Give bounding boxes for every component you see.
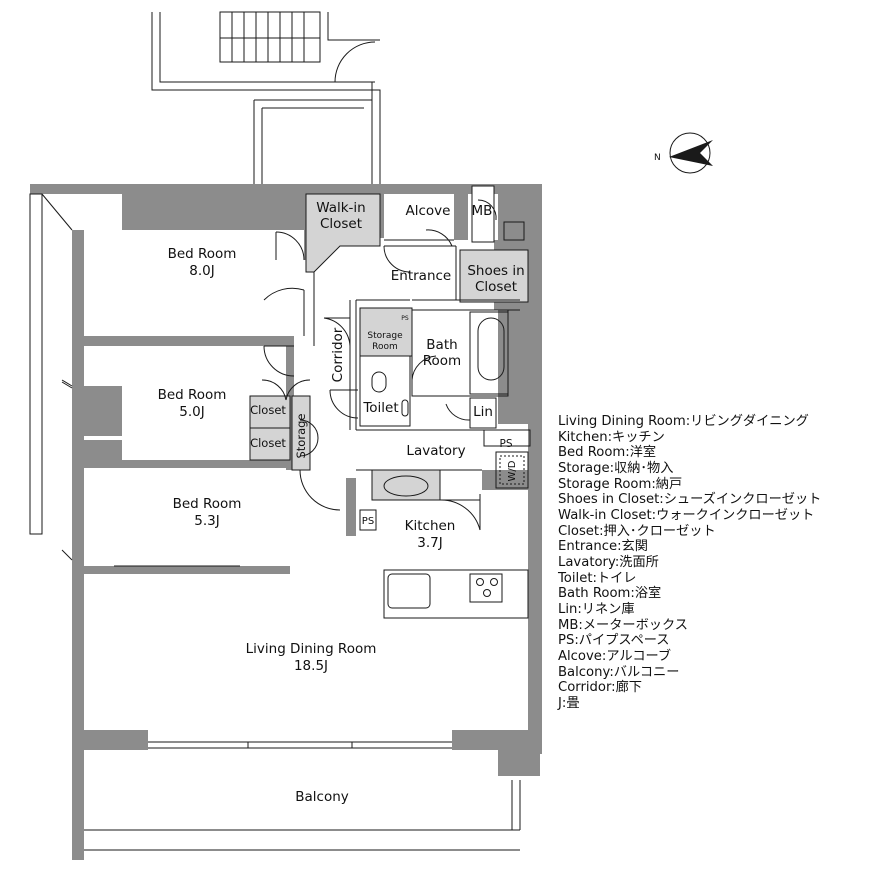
shoes-closet-line2: Closet — [475, 279, 517, 295]
bath-room-line1: Bath — [426, 337, 457, 353]
toilet-label: Toilet — [362, 400, 398, 416]
kitchen-name: Kitchen — [405, 518, 456, 534]
closet-2-label: Closet — [250, 436, 286, 450]
closet-1-label: Closet — [250, 403, 286, 417]
kitchen-size: 3.7J — [417, 535, 442, 551]
legend-item: Storage Room:納戸 — [558, 476, 683, 492]
legend-item: Storage:収納･物入 — [558, 460, 674, 476]
shoes-closet-line1: Shoes in — [467, 263, 524, 279]
living-dining-name: Living Dining Room — [246, 641, 377, 657]
ps-label: PS — [500, 438, 513, 450]
legend-item: J:畳 — [558, 695, 580, 711]
storage-room-line1: Storage — [367, 331, 403, 341]
bed-room-3-name: Bed Room — [173, 496, 242, 512]
alcove-label: Alcove — [406, 203, 451, 219]
north-arrow-icon: N — [654, 132, 713, 174]
legend-item: Balcony:バルコニー — [558, 664, 680, 680]
walk-in-closet-line1: Walk-in — [316, 200, 366, 216]
lin-label: Lin — [473, 404, 493, 420]
stair-landing — [151, 11, 381, 186]
legend-item: Bed Room:洋室 — [558, 445, 657, 461]
legend-item: Entrance:玄関 — [558, 539, 648, 555]
bed-room-2-name: Bed Room — [158, 387, 227, 403]
legend-item: PS:パイプスペース — [558, 633, 670, 649]
storage-room-line2: Room — [372, 342, 398, 352]
interior-lines — [29, 193, 531, 851]
walk-in-closet-line2: Closet — [320, 216, 362, 232]
storage-label: Storage — [294, 414, 308, 459]
legend-item: Toilet:トイレ — [558, 570, 637, 586]
legend-item: Lin:リネン庫 — [558, 601, 635, 617]
legend-item: Corridor:廊下 — [558, 680, 642, 696]
bed-room-1-size: 8.0J — [189, 263, 214, 279]
legend-item: MB:メーターボックス — [558, 617, 688, 633]
legend-item: Bath Room:浴室 — [558, 586, 662, 602]
entrance-label: Entrance — [391, 268, 452, 284]
legend-item: Walk-in Closet:ウォークインクローゼット — [558, 507, 815, 523]
lavatory-label: Lavatory — [406, 443, 465, 459]
room-labels: Bed Room 8.0J Bed Room 5.0J Bed Room 5.3… — [158, 200, 525, 805]
bath-room-line2: Room — [423, 353, 461, 369]
ps-small-label: PS — [401, 315, 409, 322]
legend-item: Living Dining Room:リビングダイニング — [558, 414, 809, 429]
ps-kitchen-label: PS — [362, 516, 374, 527]
compass-letter: N — [654, 153, 661, 163]
door-swings — [61, 199, 525, 561]
living-dining-size: 18.5J — [294, 658, 328, 674]
mb-label: MB — [472, 203, 493, 219]
balcony-label: Balcony — [295, 789, 349, 805]
corridor-label: Corridor — [330, 327, 346, 382]
legend-item: Kitchen:キッチン — [558, 429, 665, 445]
legend-item: Closet:押入･クローゼット — [558, 523, 716, 539]
bed-room-2-size: 5.0J — [179, 404, 204, 420]
legend: Living Dining Room:リビングダイニング Kitchen:キッチ… — [558, 414, 868, 711]
bed-room-1-name: Bed Room — [168, 246, 237, 262]
legend-item: Alcove:アルコーブ — [558, 648, 672, 664]
legend-item: Lavatory:洗面所 — [558, 554, 659, 570]
storage-fills — [249, 185, 529, 501]
legend-item: Shoes in Closet:シューズインクローゼット — [558, 492, 822, 508]
walls — [30, 184, 542, 860]
wd-label: W/D — [507, 460, 518, 481]
bed-room-3-size: 5.3J — [194, 513, 219, 529]
